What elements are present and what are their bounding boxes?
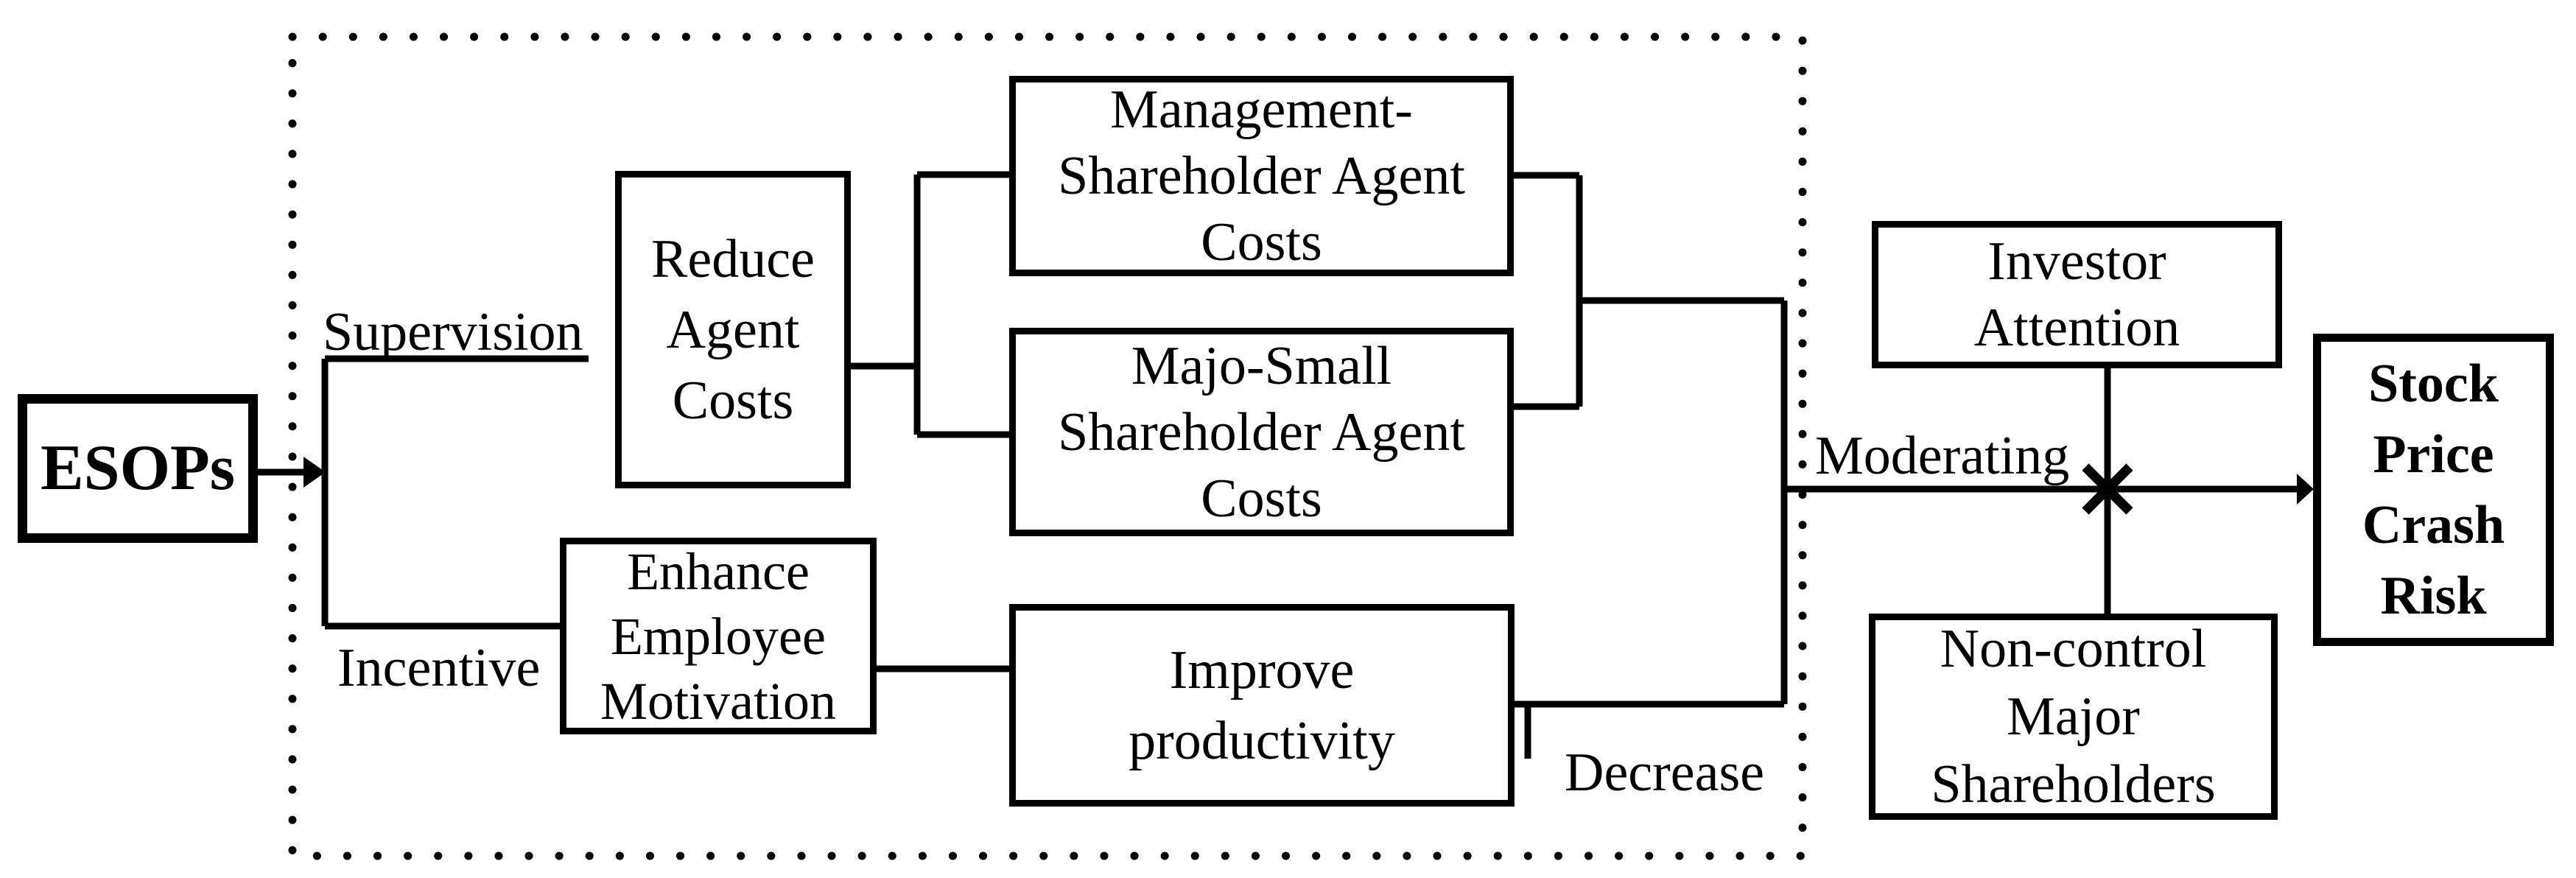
- node-esops-label: ESOPs: [40, 432, 236, 504]
- node-non-control-major-shareholders-label: Non-control Major Shareholders: [1931, 619, 2216, 815]
- node-stock-price-crash-risk: Stock Price Crash Risk: [2313, 334, 2554, 646]
- node-stock-price-crash-risk-label: Stock Price Crash Risk: [2362, 354, 2505, 626]
- x-mark-icon: [2082, 463, 2133, 515]
- edge-label-decrease: Decrease: [1565, 742, 1765, 803]
- node-improve-productivity: Improve productivity: [1009, 604, 1515, 807]
- node-management-shareholder-agent-costs: Management- Shareholder Agent Costs: [1009, 76, 1514, 276]
- dotted-boundary: [288, 32, 1807, 860]
- node-non-control-major-shareholders: Non-control Major Shareholders: [1869, 614, 2278, 820]
- node-investor-attention: Investor Attention: [1872, 221, 2282, 368]
- esops-arrowhead-icon: [303, 457, 326, 488]
- node-enhance-employee-motivation-label: Enhance Employee Motivation: [600, 541, 836, 731]
- node-reduce-agent-costs-label: Reduce Agent Costs: [651, 228, 815, 431]
- node-esops: ESOPs: [18, 394, 258, 543]
- node-majo-small-shareholder-agent-costs-label: Majo-Small Shareholder Agent Costs: [1058, 335, 1465, 529]
- node-management-shareholder-agent-costs-label: Management- Shareholder Agent Costs: [1058, 80, 1465, 273]
- moderating-arrowhead-icon: [2297, 474, 2314, 505]
- node-enhance-employee-motivation: Enhance Employee Motivation: [560, 538, 877, 734]
- edge-label-incentive: Incentive: [337, 638, 541, 698]
- node-majo-small-shareholder-agent-costs: Majo-Small Shareholder Agent Costs: [1009, 328, 1514, 536]
- node-investor-attention-label: Investor Attention: [1973, 231, 2180, 358]
- node-reduce-agent-costs: Reduce Agent Costs: [615, 171, 851, 488]
- edge-label-moderating: Moderating: [1815, 426, 2070, 486]
- node-improve-productivity-label: Improve productivity: [1129, 639, 1395, 771]
- edge-label-supervision: Supervision: [323, 302, 583, 362]
